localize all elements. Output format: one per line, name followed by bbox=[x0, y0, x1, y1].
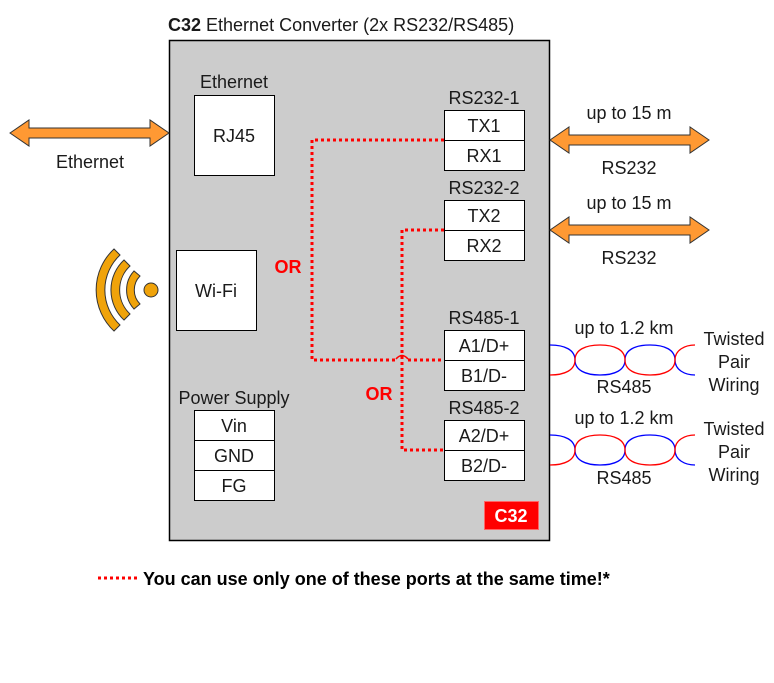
rs232-2-distance: up to 15 m bbox=[586, 193, 671, 213]
pin-cell bbox=[444, 140, 525, 171]
connector-rs232-2-to-rs485-2 bbox=[400, 228, 444, 452]
pin-label: B2/D- bbox=[461, 456, 507, 476]
wifi-module bbox=[176, 250, 257, 331]
port-rs485-2: RS485-2 A2/D+ B2/D- bbox=[444, 398, 525, 481]
twisted-pair-1-icon bbox=[549, 344, 696, 376]
rs232-1-double-arrow-icon bbox=[549, 126, 710, 154]
port-name: RS485-2 bbox=[448, 398, 519, 418]
pin-cell bbox=[444, 450, 525, 481]
pin-label: TX2 bbox=[467, 206, 500, 226]
power-pin-gnd: GND bbox=[214, 446, 254, 466]
twisted-pair-2-icon bbox=[549, 434, 696, 466]
pin-label: A1/D+ bbox=[459, 336, 510, 356]
rs232-2-protocol: RS232 bbox=[601, 248, 656, 268]
c32-badge bbox=[484, 501, 539, 530]
rs485-1-distance: up to 1.2 km bbox=[574, 318, 673, 338]
or-label-1: OR bbox=[275, 257, 302, 277]
rs232-2-double-arrow-icon bbox=[549, 216, 710, 244]
rs485-2-protocol: RS485 bbox=[596, 468, 651, 488]
title-description: Ethernet Converter (2x RS232/RS485) bbox=[201, 15, 514, 35]
connector-rs232-1-to-rs485-1 bbox=[310, 138, 444, 362]
wifi-signal-icon bbox=[95, 248, 159, 332]
rs485-1-wiring-line-2: Pair bbox=[718, 352, 750, 372]
exclusive-connector-lines bbox=[310, 138, 444, 452]
pin-label: A2/D+ bbox=[459, 426, 510, 446]
pin-cell bbox=[444, 360, 525, 391]
pin-label: RX1 bbox=[466, 146, 501, 166]
port-name: RS485-1 bbox=[448, 308, 519, 328]
pin-label: B1/D- bbox=[461, 366, 507, 386]
rs485-2-wiring-line-3: Wiring bbox=[708, 465, 759, 485]
pin-cell bbox=[444, 110, 525, 141]
port-rs485-1: RS485-1 A1/D+ B1/D- bbox=[444, 308, 525, 391]
title-model: C32 bbox=[168, 15, 201, 35]
rs485-1-wiring-line-3: Wiring bbox=[708, 375, 759, 395]
diagram-title: C32 Ethernet Converter (2x RS232/RS485) bbox=[168, 15, 514, 35]
rj45-port-label: RJ45 bbox=[213, 126, 255, 146]
power-pin-cell bbox=[194, 470, 275, 501]
or-label-2: OR bbox=[366, 384, 393, 404]
ethernet-external-label: Ethernet bbox=[56, 152, 124, 172]
ethernet-section-label: Ethernet bbox=[200, 72, 268, 92]
pin-label: TX1 bbox=[467, 116, 500, 136]
rs485-1-wiring-line-1: Twisted bbox=[703, 329, 764, 349]
line-hop-icon bbox=[395, 354, 409, 360]
port-rs232-2: RS232-2 TX2 RX2 bbox=[444, 178, 525, 261]
pin-cell bbox=[444, 230, 525, 261]
rs485-2-wiring-line-2: Pair bbox=[718, 442, 750, 462]
pin-label: RX2 bbox=[466, 236, 501, 256]
power-pin-vin: Vin bbox=[221, 416, 247, 436]
footnote-text: You can use only one of these ports at t… bbox=[143, 569, 610, 589]
rj45-port bbox=[194, 95, 275, 176]
pin-cell bbox=[444, 330, 525, 361]
ethernet-double-arrow-icon bbox=[9, 119, 170, 147]
rs485-2-wiring-line-1: Twisted bbox=[703, 419, 764, 439]
port-rs232-1: RS232-1 TX1 RX1 bbox=[444, 88, 525, 171]
wifi-module-label: Wi-Fi bbox=[195, 281, 237, 301]
port-name: RS232-1 bbox=[448, 88, 519, 108]
rs232-1-distance: up to 15 m bbox=[586, 103, 671, 123]
port-name: RS232-2 bbox=[448, 178, 519, 198]
power-pin-fg: FG bbox=[222, 476, 247, 496]
power-pin-cell bbox=[194, 410, 275, 441]
power-supply-label: Power Supply bbox=[178, 388, 289, 408]
rs485-1-protocol: RS485 bbox=[596, 377, 651, 397]
pin-cell bbox=[444, 200, 525, 231]
rs485-2-distance: up to 1.2 km bbox=[574, 408, 673, 428]
c32-badge-label: C32 bbox=[494, 506, 527, 526]
rs232-1-protocol: RS232 bbox=[601, 158, 656, 178]
